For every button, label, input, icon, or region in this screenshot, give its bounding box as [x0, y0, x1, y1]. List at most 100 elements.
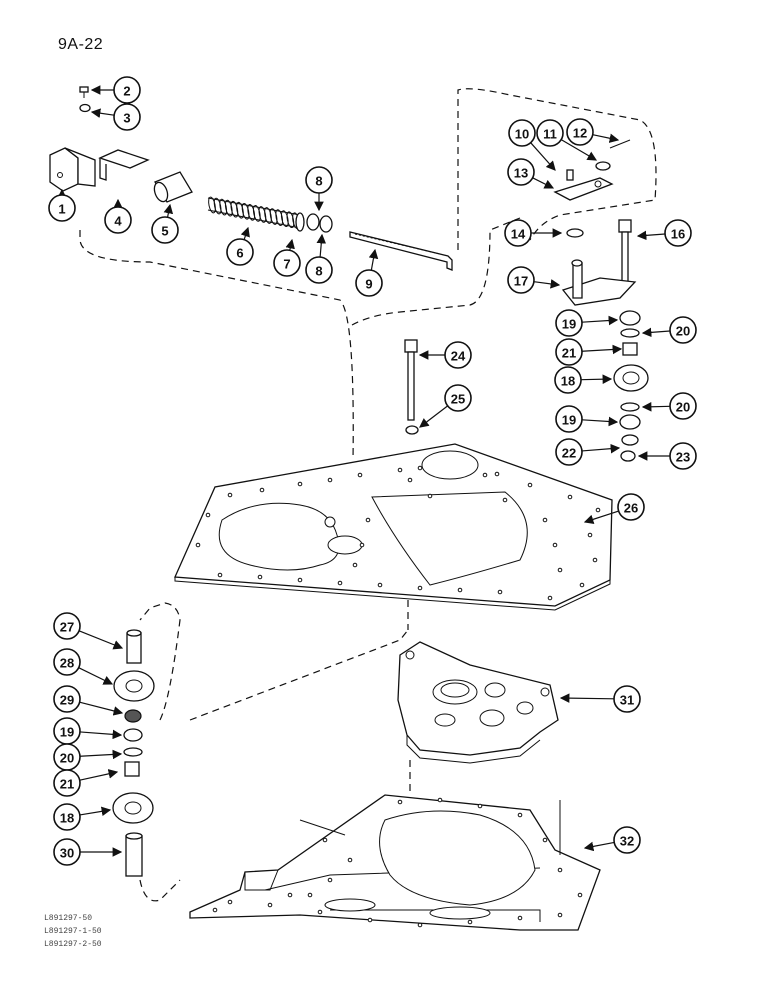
- pin-10: [566, 169, 574, 181]
- callout-leader: [580, 374, 613, 384]
- spacer-21a: [622, 342, 638, 356]
- callout-32: 32: [583, 826, 641, 854]
- callout-circle: [444, 384, 472, 412]
- callout-number: 8: [315, 264, 322, 279]
- bolt-head-2: [79, 86, 89, 93]
- callout-number: 28: [60, 656, 74, 671]
- callout-leader: [559, 693, 615, 703]
- bearing-19b: [619, 414, 641, 430]
- callout-20: 20: [53, 743, 123, 771]
- callout-circle: [554, 366, 582, 394]
- callout-circle: [53, 803, 81, 831]
- callout-circle: [669, 392, 697, 420]
- callout-leader: [78, 630, 124, 650]
- callout-number: 19: [60, 725, 74, 740]
- callout-number: 12: [573, 126, 587, 141]
- reference-code: L891297-1-50: [44, 927, 102, 936]
- callout-leader: [163, 203, 174, 218]
- callout-leader: [419, 405, 449, 428]
- callout-circle: [669, 442, 697, 470]
- callout-circle: [226, 238, 254, 266]
- callout-circle: [664, 219, 692, 247]
- reference-codes: L891297-50 L891297-1-50 L891297-2-50: [44, 912, 102, 951]
- callout-number: 27: [60, 620, 74, 635]
- callout-circle: [48, 194, 76, 222]
- arm-assembly: [553, 139, 649, 462]
- bolt-17: [618, 219, 632, 233]
- callout-leader: [581, 344, 623, 355]
- washer-25: [405, 425, 419, 435]
- callout-leader: [583, 510, 619, 524]
- callout-12: 12: [566, 118, 620, 146]
- callout-leader: [592, 133, 620, 143]
- callout-1: 1: [48, 188, 76, 222]
- callout-circle: [113, 103, 141, 131]
- callout-number: 1: [58, 202, 65, 217]
- callout-4: 4: [104, 198, 132, 234]
- callout-leader: [90, 108, 115, 118]
- callout-26: 26: [583, 493, 645, 524]
- callout-leader: [240, 226, 250, 240]
- callout-3: 3: [90, 103, 141, 131]
- callout-13: 13: [507, 158, 555, 189]
- bearing-19c: [123, 728, 143, 742]
- callout-number: 25: [451, 392, 465, 407]
- callout-10: 10: [508, 119, 556, 171]
- callout-number: 22: [562, 446, 576, 461]
- callout-leader: [530, 142, 556, 171]
- callout-circle: [151, 216, 179, 244]
- spring-6: [207, 196, 301, 230]
- callout-31: 31: [559, 685, 641, 713]
- callout-number: 2: [123, 84, 130, 99]
- ring-20b: [620, 402, 640, 412]
- callout-number: 9: [365, 277, 372, 292]
- callout-number: 24: [451, 349, 466, 364]
- callout-18: 18: [554, 366, 613, 394]
- page-number: 9A-22: [58, 36, 104, 53]
- callout-18: 18: [53, 803, 112, 831]
- cotter-12: [609, 139, 631, 149]
- callout-number: 14: [511, 227, 526, 242]
- callout-19: 19: [555, 405, 619, 433]
- callout-number: 21: [562, 346, 576, 361]
- callout-leader: [316, 233, 327, 258]
- callout-circle: [305, 166, 333, 194]
- callout-leader: [581, 315, 619, 326]
- callout-circle: [113, 76, 141, 104]
- callout-number: 29: [60, 693, 74, 708]
- callout-leader: [636, 230, 666, 241]
- housing-31: [397, 641, 559, 764]
- callout-20: 20: [641, 316, 697, 344]
- callout-circle: [504, 219, 532, 247]
- nut-8a: [306, 213, 320, 231]
- callout-23: 23: [637, 442, 697, 470]
- callout-25: 25: [419, 384, 472, 428]
- callout-number: 4: [114, 214, 122, 229]
- nut-23: [620, 450, 636, 462]
- sprocket-28: [113, 670, 155, 702]
- sprocket-18b: [112, 792, 154, 824]
- washer-14: [566, 228, 584, 238]
- callout-30: 30: [53, 838, 123, 866]
- callout-leader: [78, 667, 114, 685]
- callout-number: 3: [123, 111, 130, 126]
- callout-5: 5: [151, 203, 179, 244]
- callout-number: 17: [514, 274, 528, 289]
- callout-circle: [536, 119, 564, 147]
- callout-circle: [53, 648, 81, 676]
- ring-20c: [123, 747, 143, 757]
- reference-code: L891297-2-50: [44, 940, 102, 949]
- washer-11: [595, 161, 611, 171]
- callout-29: 29: [53, 685, 124, 716]
- callout-7: 7: [273, 238, 301, 277]
- callout-11: 11: [536, 119, 598, 161]
- callout-17: 17: [507, 266, 561, 294]
- left-stack: [112, 629, 155, 877]
- callout-number: 10: [515, 127, 529, 142]
- callout-leader: [79, 749, 123, 760]
- callout-19: 19: [53, 717, 123, 745]
- callout-leader: [581, 416, 619, 427]
- callout-number: 20: [676, 324, 690, 339]
- callout-circle: [104, 206, 132, 234]
- callout-leader: [641, 401, 671, 412]
